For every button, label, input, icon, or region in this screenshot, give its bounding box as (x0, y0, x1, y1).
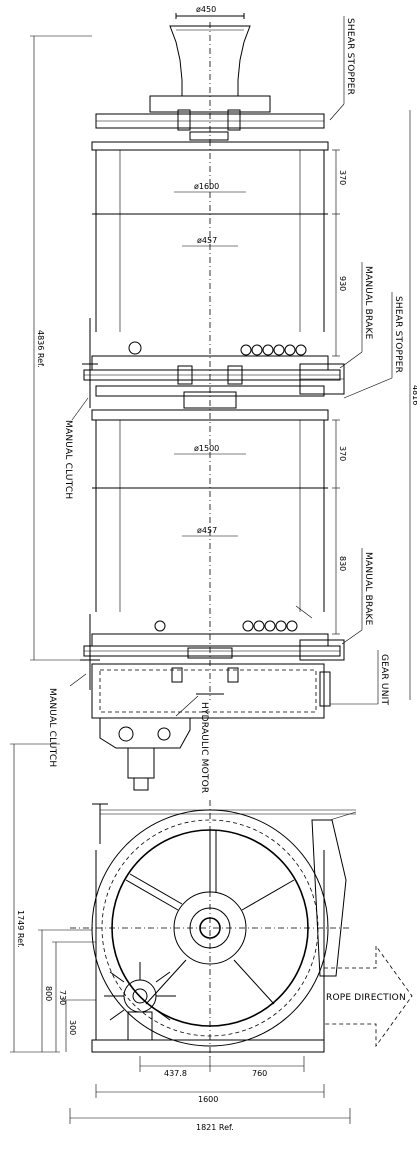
gear-unit (91, 650, 379, 719)
dim-drum1-dia: ø1600 (194, 182, 219, 191)
label-manual-brake-bottom: MANUAL BRAKE (363, 552, 373, 626)
drum-1 (83, 109, 345, 409)
label-rope-direction: ROPE DIRECTION (326, 993, 406, 1003)
label-shear-stopper-mid: SHEAR STOPPER (393, 296, 403, 373)
dim-drum1-barrel: 930 (338, 276, 347, 291)
dim-drum2-barrel: 830 (338, 556, 347, 571)
dim-side-w2: 760 (252, 1069, 267, 1078)
dim-drum1-flange: 370 (338, 170, 347, 185)
dim-drum2-core: ø457 (197, 526, 217, 535)
dim-right-overall: 4816 (411, 385, 417, 405)
manual-clutch-bottom (69, 614, 100, 690)
rope-direction-arrow (324, 944, 413, 1048)
label-hydraulic-motor: HYDRAULIC MOTOR (199, 702, 209, 793)
dim-drum2-flange: 370 (338, 446, 347, 461)
dim-side-w4: 1821 Ref. (196, 1123, 234, 1132)
dim-warping-head: ø450 (196, 5, 216, 14)
dim-side-height: 1749 Ref. (16, 910, 25, 948)
dim-overall-length: 4836 Ref. (36, 330, 45, 368)
dim-drum1-core: ø457 (197, 236, 217, 245)
label-manual-brake-top: MANUAL BRAKE (363, 266, 373, 340)
dim-side-h3: 300 (68, 1020, 77, 1035)
dim-drum2-dia: ø1500 (194, 444, 219, 453)
label-gear-unit: GEAR UNIT (379, 654, 389, 706)
side-height-dims (10, 743, 96, 1053)
label-manual-clutch-top: MANUAL CLUTCH (63, 420, 73, 499)
side-width-dims (69, 1056, 351, 1124)
shear-stopper-top-leader (329, 16, 345, 121)
hydraulic-motor (99, 695, 199, 791)
dim-side-w3: 1600 (198, 1095, 218, 1104)
label-shear-stopper-top: SHEAR STOPPER (345, 18, 355, 95)
dim-side-w1: 437.8 (164, 1069, 187, 1078)
label-manual-clutch-bottom: MANUAL CLUTCH (47, 688, 57, 767)
dim-side-h2: 730 (58, 990, 67, 1005)
manual-clutch-top (71, 318, 98, 421)
dim-side-h1: 800 (44, 986, 53, 1001)
warping-head (149, 13, 271, 140)
